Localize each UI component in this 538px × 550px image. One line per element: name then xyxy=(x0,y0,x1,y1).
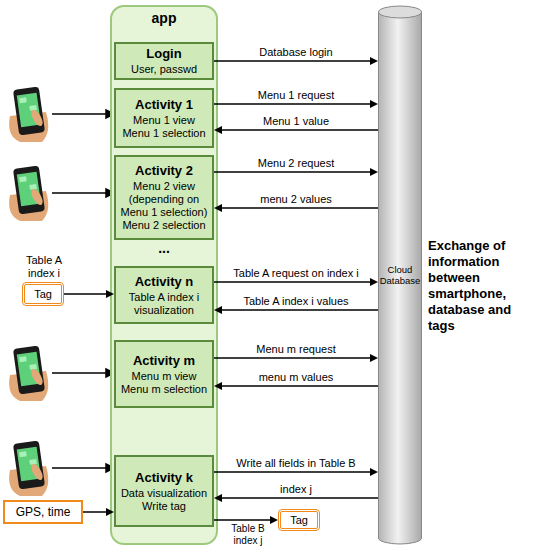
node-body: Menu 2 selection xyxy=(122,219,205,232)
activity-box: LoginUser, passwd xyxy=(114,42,214,80)
node-body: Menu 2 view (depending on Menu 1 selecti… xyxy=(119,180,209,219)
node-title: GPS, time xyxy=(16,505,71,519)
arrow-connector xyxy=(214,278,378,286)
smartphone-icon xyxy=(9,440,48,496)
node-title: Activity n xyxy=(135,274,194,289)
connector-line xyxy=(64,293,108,295)
edge-label: Menu m request xyxy=(216,343,376,356)
arrow-head xyxy=(106,290,114,298)
side-note: Exchange of information between smartpho… xyxy=(428,238,536,334)
arrow-connector xyxy=(214,516,278,524)
arrow-head xyxy=(270,516,278,524)
arrow-head xyxy=(214,382,222,390)
connector-line xyxy=(83,511,108,513)
tag-box: Tag xyxy=(278,509,320,531)
arrow-connector xyxy=(214,126,378,134)
connector-line xyxy=(220,309,378,311)
connector-line xyxy=(214,60,372,62)
node-body: Menu m view xyxy=(132,370,197,383)
arrow-head xyxy=(214,204,222,212)
connector-line xyxy=(220,497,378,499)
activity-box: Activity m Menu m viewMenu m selection xyxy=(114,340,214,408)
node-body: Menu m selection xyxy=(121,383,207,396)
smartphone-icon xyxy=(9,86,48,142)
arrow-head xyxy=(370,100,378,108)
arrow-head xyxy=(370,57,378,65)
arrow-connector xyxy=(83,508,114,516)
edge-label: menu m values xyxy=(216,371,376,384)
arrow-head xyxy=(370,468,378,476)
node-title: Activity k xyxy=(135,470,193,485)
activity-box: Activity 2 Menu 2 view (depending on Menu… xyxy=(114,155,214,240)
activity-box: Activity n Table A index i visualization xyxy=(114,266,214,324)
activity-box: Activity k Data visualizationWrite tag xyxy=(114,455,214,527)
input-arrow xyxy=(52,467,106,469)
app-container: appLoginUser, passwdActivity 1 Menu 1 vie… xyxy=(110,5,218,545)
node-title: Tag xyxy=(34,288,52,300)
activity-box: Activity 1 Menu 1 viewMenu 1 selection xyxy=(114,88,214,148)
arrow-head xyxy=(370,168,378,176)
connector-line xyxy=(220,207,378,209)
node-title: Cloud Database xyxy=(378,264,422,286)
arrow-head xyxy=(370,278,378,286)
node-title: Activity 2 xyxy=(135,163,193,178)
arrow-head xyxy=(214,126,222,134)
node-title: Activity m xyxy=(133,353,195,368)
ellipsis-mark: ... xyxy=(110,242,218,255)
connector-line xyxy=(214,357,372,359)
arrow-head xyxy=(106,508,114,516)
edge-label: Table A index i values xyxy=(216,295,376,308)
input-arrow xyxy=(52,372,106,374)
arrow-connector xyxy=(214,57,378,65)
edge-label: Table A request on index i xyxy=(216,267,376,280)
node-title: Activity 1 xyxy=(135,97,193,112)
connector-line xyxy=(214,103,372,105)
arrow-connector xyxy=(214,494,378,502)
arrow-head xyxy=(214,494,222,502)
arrow-connector xyxy=(214,168,378,176)
edge-label: index j xyxy=(216,483,376,496)
arrow-connector xyxy=(214,382,378,390)
connector-line xyxy=(214,281,372,283)
edge-label: Table A index i xyxy=(12,254,76,280)
smartphone-icon xyxy=(9,345,48,401)
node-body: Data visualization xyxy=(121,487,207,500)
edge-label: Menu 1 request xyxy=(216,89,376,102)
node-body: Table A index i visualization xyxy=(119,291,209,317)
node-body: Menu 1 view xyxy=(133,114,195,127)
connector-line xyxy=(220,129,378,131)
smartphone-icon xyxy=(9,165,48,221)
edge-label: Write all fields in Table B xyxy=(216,457,376,470)
connector-line xyxy=(214,519,272,521)
node-title: app xyxy=(152,10,177,26)
connector-line xyxy=(214,471,372,473)
edge-label: menu 2 values xyxy=(216,193,376,206)
database-cylinder: Cloud Database xyxy=(378,5,422,545)
input-arrow xyxy=(52,113,106,115)
arrow-connector xyxy=(64,290,114,298)
connector-line xyxy=(214,171,372,173)
arrow-connector xyxy=(214,204,378,212)
arrow-connector xyxy=(214,354,378,362)
node-title: Login xyxy=(146,46,181,61)
arrow-connector xyxy=(214,306,378,314)
arrow-head xyxy=(370,354,378,362)
tag-box: Tag xyxy=(22,282,64,306)
node-body: User, passwd xyxy=(131,63,197,76)
node-body: Menu 1 selection xyxy=(122,127,205,140)
edge-label: Database login xyxy=(216,46,376,59)
edge-label: Table B index j xyxy=(218,523,278,547)
arrow-head xyxy=(214,306,222,314)
node-body: Write tag xyxy=(142,500,186,513)
node-title: Tag xyxy=(290,514,308,526)
input-arrow xyxy=(52,192,106,194)
edge-label: Menu 1 value xyxy=(216,115,376,128)
edge-label: Menu 2 request xyxy=(216,157,376,170)
gps-box: GPS, time xyxy=(3,500,83,524)
arrow-connector xyxy=(214,468,378,476)
connector-line xyxy=(220,385,378,387)
arrow-connector xyxy=(214,100,378,108)
